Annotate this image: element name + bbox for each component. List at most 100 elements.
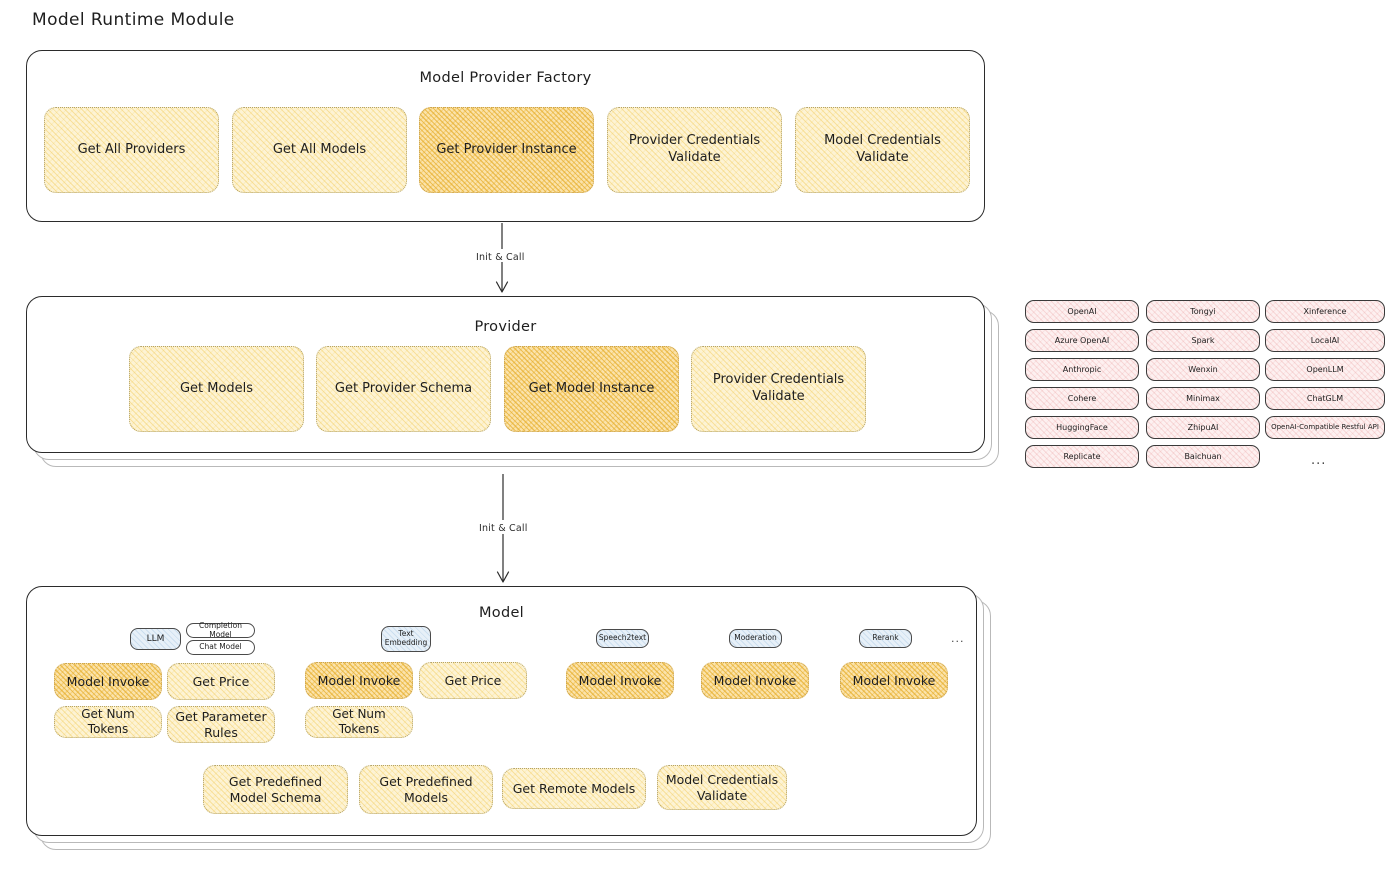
arrow-1-head	[495, 281, 509, 293]
model-types-more: ...	[951, 632, 965, 645]
speech2text-node-model-invoke[interactable]: Model Invoke	[566, 662, 674, 699]
model-type-badge-label: Moderation	[734, 633, 777, 643]
factory-node-get-provider-instance[interactable]: Get Provider Instance	[419, 107, 594, 193]
arrow-2-head	[496, 571, 510, 583]
provider-node-provider-credentials-validate[interactable]: Provider Credentials Validate	[691, 346, 866, 432]
model-type-badge-rerank[interactable]: Rerank	[859, 629, 912, 648]
model-subtype-badge-label: Completion Model	[199, 620, 242, 639]
model-subtype-badge-completion-model[interactable]: Completion Model	[186, 620, 255, 639]
llm-node-model-invoke[interactable]: Model Invoke	[54, 663, 162, 700]
provider-vendor-chip-label: Tongyi	[1190, 306, 1216, 316]
page-title: Model Runtime Module	[32, 10, 235, 30]
provider-node-get-models[interactable]: Get Models	[129, 346, 304, 432]
moderation-node-model-invoke[interactable]: Model Invoke	[701, 662, 809, 699]
text-embedding-node-model-invoke[interactable]: Model Invoke	[305, 662, 413, 699]
provider-vendor-chip[interactable]: HuggingFace	[1025, 416, 1139, 439]
provider-vendor-chip[interactable]: Xinference	[1265, 300, 1385, 323]
provider-vendor-chip-label: Replicate	[1063, 451, 1101, 461]
model-subtype-badge-chat-model[interactable]: Chat Model	[186, 640, 255, 655]
model-common-node-get-predefined-model-schema[interactable]: Get Predefined Model Schema	[203, 765, 348, 814]
model-common-node-get-remote-models[interactable]: Get Remote Models	[502, 768, 646, 809]
provider-vendor-chip-label: Xinference	[1303, 306, 1347, 316]
model-subtype-badge-label: Chat Model	[199, 642, 242, 652]
provider-vendor-chip[interactable]: Cohere	[1025, 387, 1139, 410]
llm-node-get-num-tokens[interactable]: Get Num Tokens	[54, 706, 162, 738]
provider-vendor-chip[interactable]: Baichuan	[1146, 445, 1260, 468]
node-label: Model Invoke	[66, 673, 150, 689]
provider-vendor-chip-label: OpenAI-Compatible Restful API	[1271, 423, 1379, 432]
factory-node-label: Get All Providers	[77, 141, 186, 157]
node-label: Get Num Tokens	[81, 706, 135, 736]
provider-vendor-chip-label: ZhipuAI	[1187, 422, 1219, 432]
provider-vendor-chip-label: OpenAI	[1067, 306, 1097, 316]
node-label: Get Predefined Models	[379, 773, 473, 805]
node-label: Model Invoke	[852, 672, 936, 688]
factory-node-get-all-providers[interactable]: Get All Providers	[44, 107, 219, 193]
provider-node-label: Provider Credentials Validate	[712, 372, 845, 404]
provider-vendor-chip-label: OpenLLM	[1306, 364, 1344, 374]
provider-vendor-chip[interactable]: OpenLLM	[1265, 358, 1385, 381]
node-label: Get Parameter Rules	[175, 708, 267, 740]
model-type-badge-label: Text Embedding	[384, 629, 428, 647]
provider-vendor-chip-label: HuggingFace	[1056, 422, 1108, 432]
provider-vendor-chip[interactable]: Anthropic	[1025, 358, 1139, 381]
model-type-badge-label: Speech2text	[598, 633, 647, 643]
provider-vendor-chip-label: Anthropic	[1062, 364, 1102, 374]
llm-node-get-price[interactable]: Get Price	[167, 663, 275, 700]
provider-vendor-list-more: ...	[1311, 453, 1327, 468]
provider-vendor-chip-label: LocalAI	[1310, 335, 1340, 345]
provider-vendor-chip[interactable]: Azure OpenAI	[1025, 329, 1139, 352]
provider-vendor-chip-label: Azure OpenAI	[1054, 335, 1110, 345]
provider-node-get-model-instance[interactable]: Get Model Instance	[504, 346, 679, 432]
model-common-node-model-credentials-validate[interactable]: Model Credentials Validate	[657, 765, 787, 810]
factory-node-label: Get Provider Instance	[436, 141, 577, 157]
model-type-badge-speech2text[interactable]: Speech2text	[596, 629, 649, 648]
provider-vendor-chip[interactable]: Spark	[1146, 329, 1260, 352]
model-provider-factory-title: Model Provider Factory	[419, 70, 592, 86]
factory-node-label: Model Credentials Validate	[824, 133, 941, 165]
provider-vendor-chip[interactable]: OpenAI	[1025, 300, 1139, 323]
provider-vendor-chip[interactable]: Minimax	[1146, 387, 1260, 410]
model-type-badge-label: Rerank	[872, 633, 899, 643]
provider-vendor-chip[interactable]: OpenAI-Compatible Restful API	[1265, 416, 1385, 439]
text-embedding-node-get-num-tokens[interactable]: Get Num Tokens	[305, 706, 413, 738]
node-label: Model Invoke	[713, 672, 797, 688]
provider-vendor-chip[interactable]: ZhipuAI	[1146, 416, 1260, 439]
provider-vendor-chip[interactable]: ChatGLM	[1265, 387, 1385, 410]
factory-node-get-all-models[interactable]: Get All Models	[232, 107, 407, 193]
provider-vendor-chip[interactable]: LocalAI	[1265, 329, 1385, 352]
arrow-label-init-and-call-1: Init & Call	[476, 252, 525, 263]
node-label: Model Invoke	[578, 672, 662, 688]
rerank-node-model-invoke[interactable]: Model Invoke	[840, 662, 948, 699]
provider-vendor-chip-label: ChatGLM	[1306, 393, 1344, 403]
provider-vendor-chip[interactable]: Tongyi	[1146, 300, 1260, 323]
node-label: Get Remote Models	[512, 780, 636, 796]
model-type-badge-moderation[interactable]: Moderation	[729, 629, 782, 648]
provider-node-get-provider-schema[interactable]: Get Provider Schema	[316, 346, 491, 432]
provider-node-label: Get Models	[179, 380, 254, 396]
provider-vendor-chip-label: Spark	[1191, 335, 1215, 345]
node-label: Get Num Tokens	[332, 706, 386, 736]
provider-vendor-chip[interactable]: Replicate	[1025, 445, 1139, 468]
text-embedding-node-get-price[interactable]: Get Price	[419, 662, 527, 699]
model-common-node-get-predefined-models[interactable]: Get Predefined Models	[359, 765, 493, 814]
node-label: Get Price	[192, 673, 250, 689]
factory-node-model-credentials-validate[interactable]: Model Credentials Validate	[795, 107, 970, 193]
node-label: Get Predefined Model Schema	[228, 773, 323, 805]
model-type-badge-label: LLM	[146, 633, 165, 644]
provider-node-label: Get Provider Schema	[334, 380, 473, 396]
model-type-badge-llm[interactable]: LLM	[130, 628, 181, 650]
factory-node-provider-credentials-validate[interactable]: Provider Credentials Validate	[607, 107, 782, 193]
model-title: Model	[478, 605, 525, 621]
provider-vendor-chip[interactable]: Wenxin	[1146, 358, 1260, 381]
provider-node-label: Get Model Instance	[528, 380, 655, 396]
provider-vendor-chip-label: Wenxin	[1188, 364, 1218, 374]
model-type-badge-text-embedding[interactable]: Text Embedding	[381, 626, 431, 652]
provider-vendor-chip-label: Cohere	[1067, 393, 1097, 403]
llm-node-get-parameter-rules[interactable]: Get Parameter Rules	[167, 706, 275, 743]
provider-vendor-chip-label: Baichuan	[1184, 451, 1222, 461]
provider-title: Provider	[474, 319, 537, 335]
arrow-label-init-and-call-2: Init & Call	[479, 523, 528, 534]
